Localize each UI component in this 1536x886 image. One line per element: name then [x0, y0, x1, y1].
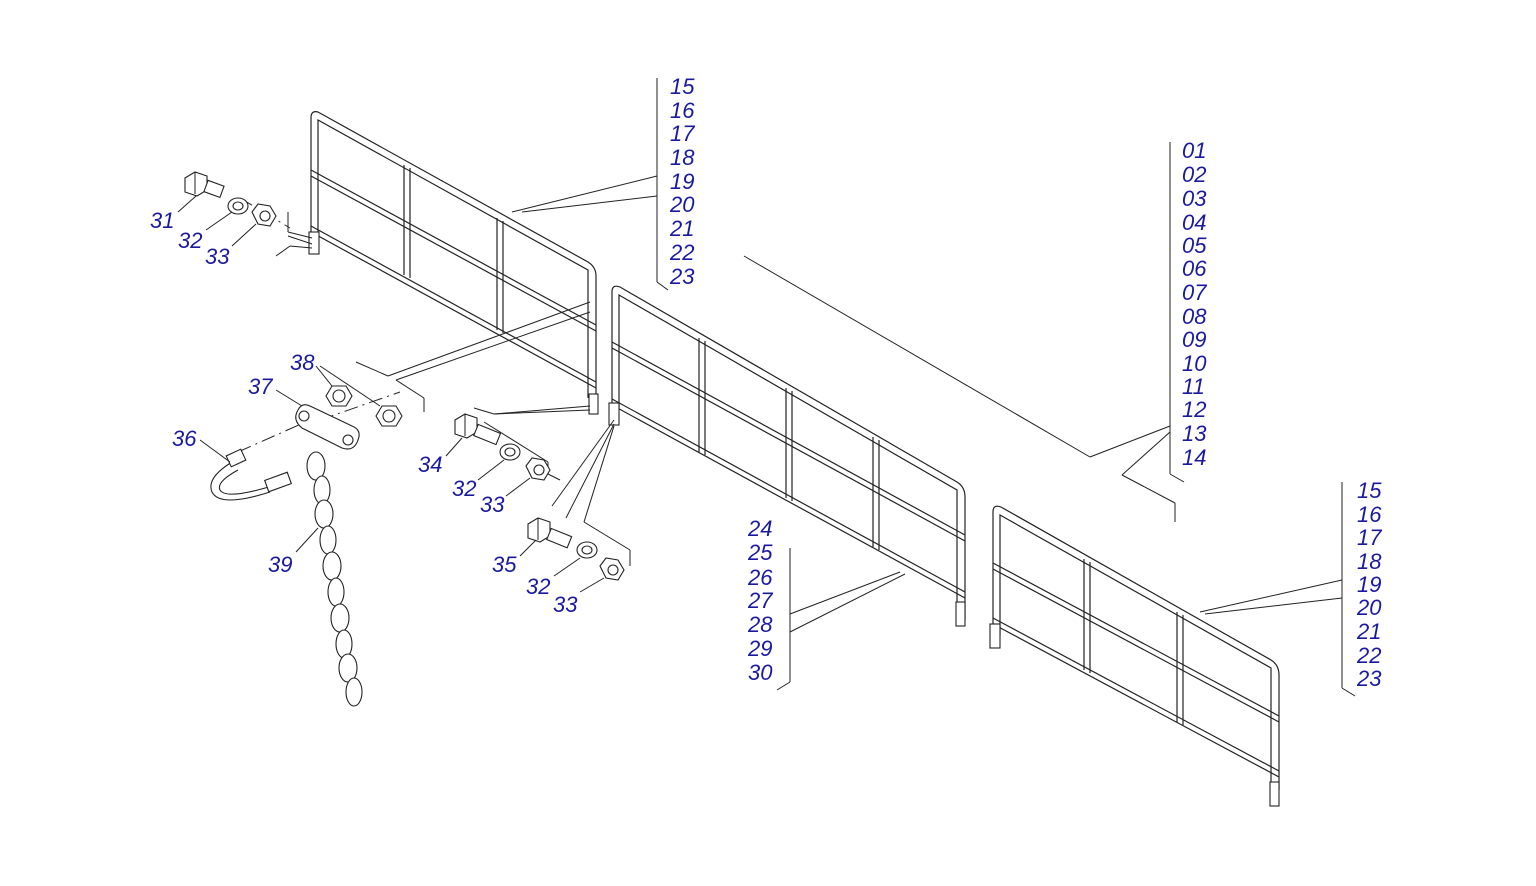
railing-panel-center — [608, 285, 966, 627]
callout-06: 06 — [1182, 256, 1207, 281]
callout-30: 30 — [748, 660, 773, 685]
callout-14: 14 — [1182, 445, 1206, 470]
callout-21: 21 — [669, 216, 694, 241]
callout-20: 20 — [669, 192, 695, 217]
callout-12: 12 — [1182, 397, 1206, 422]
callout-20b: 20 — [1356, 595, 1382, 620]
callout-32a: 32 — [178, 228, 202, 253]
washer-32b — [499, 443, 521, 461]
nut-33c — [599, 557, 625, 581]
u-bolt-36 — [210, 448, 293, 501]
callout-37: 37 — [248, 374, 273, 399]
nut-38b — [375, 405, 403, 427]
callout-32b: 32 — [452, 476, 476, 501]
callout-group-top: 15 16 17 18 19 20 21 22 23 — [669, 74, 695, 289]
callout-31: 31 — [150, 208, 174, 233]
bracket-plate-37 — [295, 404, 360, 450]
callout-18b: 18 — [1357, 549, 1382, 574]
callout-39: 39 — [268, 552, 292, 577]
callout-hardware: 31 32 33 38 37 36 34 32 33 35 32 33 39 — [150, 208, 578, 617]
railing-panel-left — [308, 111, 599, 415]
callout-05: 05 — [1182, 233, 1207, 258]
callout-26: 26 — [747, 565, 773, 590]
callout-13: 13 — [1182, 421, 1207, 446]
callout-21b: 21 — [1356, 619, 1381, 644]
callout-04: 04 — [1182, 210, 1206, 235]
callout-22b: 22 — [1356, 643, 1381, 668]
callout-33a: 33 — [205, 244, 230, 269]
callout-29: 29 — [747, 636, 772, 661]
callout-02: 02 — [1182, 162, 1206, 187]
callout-09: 09 — [1182, 327, 1206, 352]
callout-16: 16 — [670, 98, 695, 123]
leader-lines — [237, 78, 1356, 697]
callout-22: 22 — [669, 240, 694, 265]
nut-38a — [325, 385, 353, 407]
washer-32c — [576, 541, 598, 559]
bolt-35 — [527, 517, 573, 549]
callout-25: 25 — [747, 540, 773, 565]
callout-07: 07 — [1182, 280, 1207, 305]
callout-33b: 33 — [480, 492, 505, 517]
callout-group-right: 01 02 03 04 05 06 07 08 09 10 11 12 13 1… — [1182, 138, 1207, 470]
callout-32c: 32 — [526, 574, 550, 599]
callout-15: 15 — [670, 74, 695, 99]
label-leaders — [177, 195, 605, 593]
callout-35: 35 — [492, 552, 517, 577]
callout-11: 11 — [1182, 374, 1205, 399]
callout-36: 36 — [172, 426, 197, 451]
callout-15b: 15 — [1357, 478, 1382, 503]
railing-panel-right — [989, 505, 1280, 807]
callout-24: 24 — [747, 516, 772, 541]
callout-19b: 19 — [1357, 572, 1381, 597]
bolt-31 — [184, 171, 225, 199]
callout-17b: 17 — [1357, 525, 1382, 550]
callout-08: 08 — [1182, 304, 1207, 329]
callout-group-mid: 24 25 26 27 28 29 30 — [747, 516, 773, 685]
callout-27: 27 — [747, 588, 773, 613]
washer-32a — [227, 197, 249, 215]
callout-28: 28 — [747, 612, 773, 637]
callout-16b: 16 — [1357, 502, 1382, 527]
callout-38: 38 — [290, 350, 315, 375]
callout-33c: 33 — [553, 592, 578, 617]
bolt-34 — [454, 413, 502, 446]
callout-01: 01 — [1182, 138, 1206, 163]
nut-33b — [525, 457, 551, 481]
callout-group-bottom-right: 15 16 17 18 19 20 21 22 23 — [1356, 478, 1382, 691]
callout-10: 10 — [1182, 351, 1207, 376]
chain-39 — [306, 451, 363, 707]
callout-18: 18 — [670, 145, 695, 170]
nut-33a — [251, 203, 277, 227]
callout-19: 19 — [670, 169, 694, 194]
callout-34: 34 — [418, 452, 442, 477]
callout-03: 03 — [1182, 186, 1207, 211]
callout-23b: 23 — [1356, 666, 1382, 691]
callout-17: 17 — [670, 121, 695, 146]
callout-23: 23 — [669, 264, 695, 289]
